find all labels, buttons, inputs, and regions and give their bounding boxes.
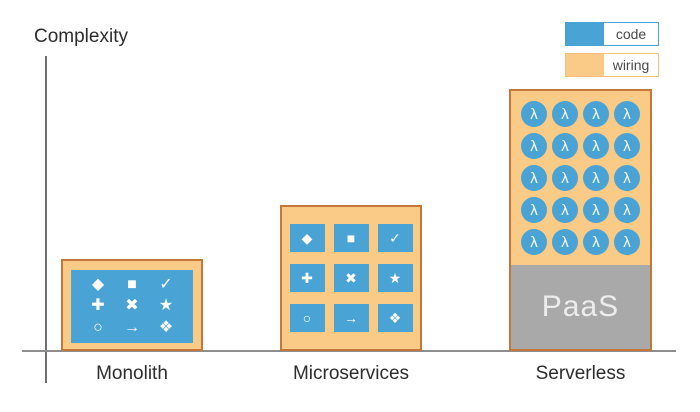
code-block: ■ [333,224,369,252]
lambda-function-icon: λ [521,165,547,191]
lambda-function-icon: λ [583,165,609,191]
y-axis-label: Complexity [34,26,128,47]
legend-label-wiring: wiring [612,57,650,73]
legend-item-code: code [565,22,659,46]
x-axis-line [22,350,676,352]
lambda-function-icon: λ [614,229,640,255]
cross-icon: ✖ [125,297,139,315]
bar-monolith: ◆ ■ ✓ ✚ ✖ ★ ○ → ❖ [61,259,203,351]
plus-icon: ✚ [301,270,313,286]
lambda-function-icon: λ [614,197,640,223]
code-block: → [333,304,369,332]
code-block: ❖ [377,304,413,332]
code-block: ○ [289,304,325,332]
lambda-function-icon: λ [552,229,578,255]
code-color-swatch [566,23,604,45]
code-block: ✓ [377,224,413,252]
star-icon: ★ [158,297,174,315]
checkmark-icon: ✓ [389,230,401,246]
star-icon: ★ [388,270,402,286]
category-label-microservices: Microservices [292,363,410,384]
code-block: ✖ [333,264,369,292]
plus-icon: ✚ [91,297,105,315]
diamond-cluster-icon: ❖ [158,319,174,337]
lambda-function-icon: λ [552,133,578,159]
arrow-right-icon: → [344,310,358,326]
lambda-function-icon: λ [583,229,609,255]
diamond-cluster-icon: ❖ [388,310,402,326]
lambda-function-icon: λ [521,229,547,255]
circle-icon: ○ [302,310,312,326]
code-block: ◆ [289,224,325,252]
lambda-function-icon: λ [552,165,578,191]
code-block: ★ [377,264,413,292]
lambda-function-icon: λ [614,101,640,127]
square-icon: ■ [346,230,356,246]
y-axis-line [45,56,47,383]
legend-item-wiring: wiring [565,53,659,77]
arrow-right-icon: → [124,319,140,337]
lambda-function-icon: λ [521,197,547,223]
legend-label-code: code [615,26,647,42]
diamond-icon: ◆ [91,275,105,293]
circle-icon: ○ [93,319,103,337]
lambda-function-icon: λ [614,133,640,159]
wiring-color-swatch [566,54,604,76]
lambda-function-icon: λ [552,101,578,127]
lambda-function-icon: λ [552,197,578,223]
bar-microservices: ◆ ■ ✓ ✚ ✖ ★ ○ → ❖ [280,205,422,351]
paas-base: PaaS [511,265,650,349]
lambda-function-icon: λ [583,101,609,127]
category-label-monolith: Monolith [96,363,168,384]
lambda-function-icon: λ [583,133,609,159]
lambda-function-icon: λ [583,197,609,223]
square-icon: ■ [127,275,137,293]
cross-icon: ✖ [345,270,357,286]
category-label-serverless: Serverless [535,363,626,384]
diamond-icon: ◆ [301,230,313,246]
monolith-code-block: ◆ ■ ✓ ✚ ✖ ★ ○ → ❖ [71,270,193,343]
legend: code wiring [565,22,659,77]
lambda-function-icon: λ [521,133,547,159]
checkmark-icon: ✓ [159,275,173,293]
lambda-function-icon: λ [521,101,547,127]
lambda-function-icon: λ [614,165,640,191]
code-block: ✚ [289,264,325,292]
